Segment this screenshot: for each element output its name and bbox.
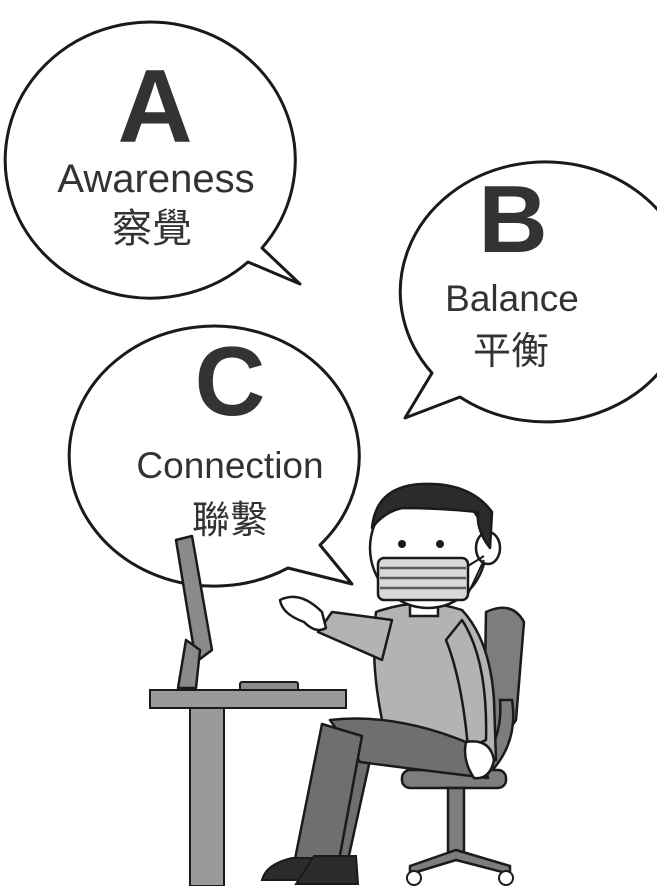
bubble-c-letter: C: [195, 326, 266, 436]
person-hand-right: [463, 740, 496, 780]
face-mask-strap: [467, 555, 485, 567]
person-eye: [436, 540, 444, 548]
person-shoe: [294, 855, 360, 885]
bubble-b-shape: [398, 160, 657, 424]
bubble-c-chinese: 聯繫: [192, 498, 268, 542]
chair-base: [408, 848, 512, 876]
monitor-stand: [176, 638, 202, 690]
bubble-a-chinese: 察覺: [112, 206, 192, 252]
bubble-b-letter: B: [478, 166, 547, 273]
monitor: [174, 534, 214, 664]
bubble-a-word: Awareness: [57, 157, 254, 201]
desk-setup: [149, 534, 347, 886]
bubble-b-chinese: 平衡: [473, 329, 549, 373]
bubble-b: B Balance 平衡: [398, 160, 657, 424]
bubble-c: C Connection 聯繫: [67, 324, 361, 588]
chair-post: [446, 786, 466, 854]
person-hair: [370, 482, 494, 550]
chair-wheel: [406, 870, 422, 886]
desk-leg: [189, 707, 225, 886]
bubble-c-word: Connection: [136, 445, 323, 486]
person: [260, 482, 502, 885]
bubble-a-shape: [3, 20, 302, 300]
person-eye: [398, 540, 406, 548]
bubble-a-letter: A: [117, 49, 192, 165]
chair-wheel: [498, 870, 514, 886]
bubble-a: A Awareness 察覺: [3, 20, 302, 300]
bubble-b-word: Balance: [445, 278, 579, 319]
person-arm-left: [316, 610, 394, 662]
desk-top: [149, 689, 347, 709]
face-mask-strap: [467, 559, 485, 595]
bubble-c-shape: [67, 324, 361, 588]
person-hand-left: [278, 595, 328, 632]
